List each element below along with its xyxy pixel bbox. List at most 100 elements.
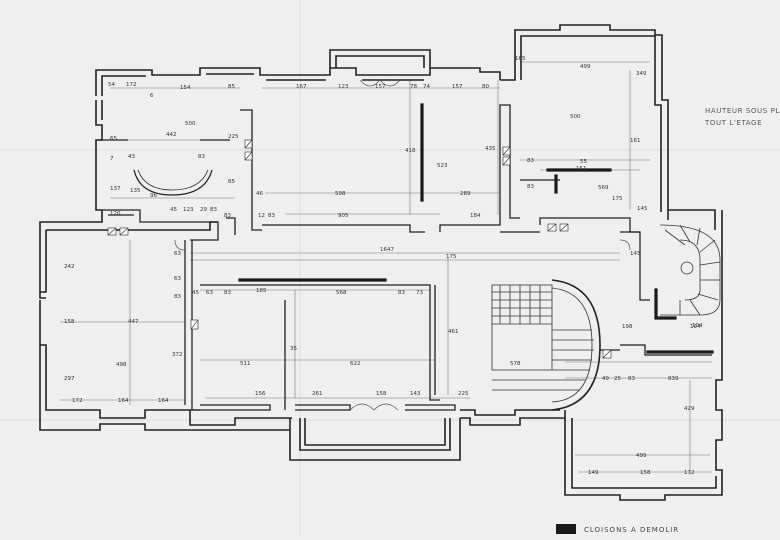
dim-label: 145: [637, 206, 648, 212]
dim-label: 12: [258, 213, 265, 219]
dim-label: 569: [598, 185, 609, 191]
dim-label: 157: [375, 84, 386, 90]
dim-label: 55: [580, 159, 587, 165]
dim-label: 45: [170, 207, 177, 213]
dim-label: 598: [335, 191, 346, 197]
dim-label: 185: [256, 288, 267, 294]
dim-label: 135: [130, 188, 141, 194]
dim-label: 158: [376, 391, 387, 397]
dim-label: 158: [640, 470, 651, 476]
dim-label: 63: [206, 290, 213, 296]
dim-label: 172: [72, 398, 83, 404]
dim-label: 80: [482, 84, 489, 90]
notes-block: HAUTEUR SOUS PL. TOUT L'ETAGE: [704, 107, 780, 127]
dim-label: 225: [458, 391, 469, 397]
dim-label: 29: [200, 207, 207, 213]
dim-label: 78: [410, 84, 417, 90]
dim-label: 96: [150, 193, 157, 199]
dim-label: 578: [510, 361, 521, 367]
dim-label: 25: [614, 376, 621, 382]
dim-label: 242: [64, 264, 75, 270]
dim-label: 73: [416, 290, 423, 296]
dim-label: 349: [636, 71, 647, 77]
dim-label: 54: [108, 82, 115, 88]
dim-label: 511: [240, 361, 251, 367]
dim-label: 123: [183, 207, 194, 213]
dim-label: 622: [350, 361, 361, 367]
dim-label: 49: [602, 376, 609, 382]
dim-label: 156: [255, 391, 266, 397]
dim-label: 43: [128, 154, 135, 160]
note-line-1: HAUTEUR SOUS PL.: [705, 107, 780, 115]
dim-label: 372: [172, 352, 183, 358]
dim-label: 104: [692, 323, 703, 329]
dim-label: 83: [198, 154, 205, 160]
dim-label: 83: [174, 294, 181, 300]
dim-label: 157: [452, 84, 463, 90]
dim-label: 46: [256, 191, 263, 197]
dim-label: 83: [398, 290, 405, 296]
dimension-lines: [60, 61, 712, 475]
dim-label: 74: [423, 84, 430, 90]
dim-label: 120: [110, 211, 121, 217]
dim-label: 143: [410, 391, 421, 397]
dim-label: 1647: [380, 247, 394, 253]
dim-label: 297: [64, 376, 75, 382]
exterior-walls: [39, 24, 723, 501]
dim-label: 151: [576, 166, 587, 172]
dim-label: 137: [110, 186, 121, 192]
legend: CLOISONS A DEMOLIR: [556, 524, 678, 534]
dim-label: 568: [336, 290, 347, 296]
dim-label: 63: [174, 251, 181, 257]
dim-label: 175: [446, 254, 457, 260]
dim-label: 65: [110, 136, 117, 142]
dim-label: 523: [437, 163, 448, 169]
note-line-2: TOUT L'ETAGE: [704, 119, 762, 127]
dim-label: 149: [588, 470, 599, 476]
dim-label: 500: [570, 114, 581, 120]
dim-label: 83: [224, 290, 231, 296]
dim-label: 499: [636, 453, 647, 459]
dim-label: 83: [527, 158, 534, 164]
dim-label: 145: [630, 251, 641, 257]
dim-label: 35: [290, 346, 297, 352]
dim-label: 429: [684, 406, 695, 412]
dimension-labels: 499 165 349 500 161 54 172 154 85 167 12…: [64, 56, 703, 476]
dim-label: 83: [268, 213, 275, 219]
dim-label: 6: [150, 93, 154, 99]
dim-label: 442: [166, 132, 177, 138]
interior-walls: [98, 104, 712, 411]
dim-label: 418: [405, 148, 416, 154]
demolition-walls: [238, 103, 714, 354]
dim-label: 165: [515, 56, 526, 62]
dim-label: 198: [622, 324, 633, 330]
dim-label: 225: [228, 134, 239, 140]
dim-label: 435: [485, 146, 496, 152]
section-markers: [107, 139, 612, 359]
dim-label: 83: [210, 207, 217, 213]
dim-label: 83: [527, 184, 534, 190]
dim-label: 7: [110, 156, 114, 162]
legend-swatch: [556, 524, 576, 534]
door-swings: [174, 79, 631, 411]
spiral-staircase: [659, 224, 721, 316]
dim-label: 447: [128, 319, 139, 325]
dim-label: 83: [224, 213, 231, 219]
dim-label: 164: [118, 398, 129, 404]
dim-label: 161: [630, 138, 641, 144]
dim-label: 261: [312, 391, 323, 397]
dim-label: 498: [116, 362, 127, 368]
main-staircase: [491, 279, 601, 411]
dim-label: 123: [338, 84, 349, 90]
dim-label: 839: [668, 376, 679, 382]
dim-label: 184: [470, 213, 481, 219]
dim-label: 164: [158, 398, 169, 404]
dim-label: 158: [64, 319, 75, 325]
dim-label: 499: [580, 64, 591, 70]
dim-label: 63: [174, 276, 181, 282]
dim-label: 45: [192, 290, 199, 296]
dim-label: 289: [460, 191, 471, 197]
dim-label: 461: [448, 329, 459, 335]
dim-label: 83: [628, 376, 635, 382]
